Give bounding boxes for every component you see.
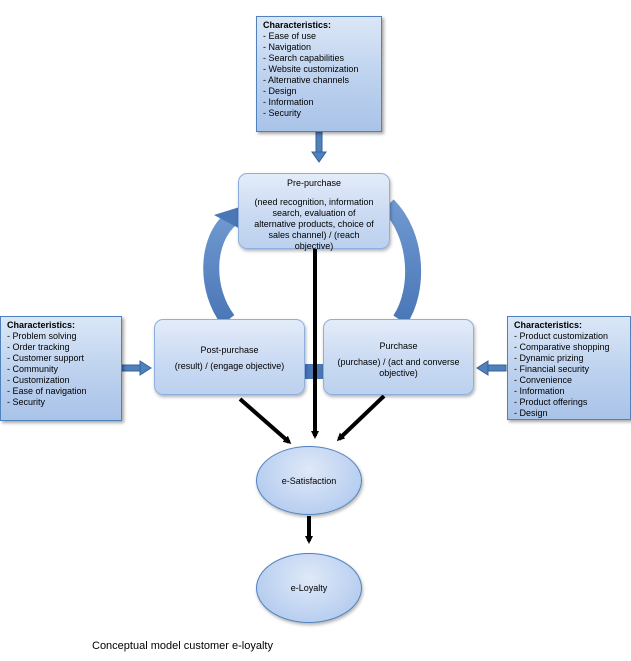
pre-purchase-line: search, evaluation of [272,208,356,218]
e-loyalty-node: e-Loyalty [256,553,362,623]
left-characteristics-box: Characteristics: - Problem solving - Ord… [0,316,122,421]
purchase-title: Purchase [379,341,418,351]
list-item: - Community [7,364,59,374]
arrow-left-to-postpurchase [121,360,152,376]
list-item: - Information [514,386,565,396]
figure-caption: Conceptual model customer e-loyalty [92,640,273,652]
left-characteristics-list: - Problem solving - Order tracking - Cus… [7,331,117,408]
list-item: - Design [263,86,297,96]
arrow-right-to-purchase [476,360,507,376]
list-item: - Website customization [263,64,359,74]
cycle-arrow-right [382,199,422,325]
e-satisfaction-node: e-Satisfaction [256,446,362,515]
list-item: - Comparative shopping [514,342,610,352]
list-item: - Security [263,108,302,118]
arrow-purchase-to-esatisfaction [336,394,386,442]
list-item: - Convenience [514,375,573,385]
pre-purchase-stage: Pre-purchase (need recognition, informat… [238,173,390,251]
post-purchase-subtitle: (result) / (engage objective) [174,361,285,371]
pre-purchase-line: alternative products, choice of [254,219,374,229]
list-item: - Ease of navigation [7,386,87,396]
list-item: - Product offerings [514,397,588,407]
list-item: - Security [7,397,46,407]
list-item: - Design [514,408,548,418]
top-characteristics-list: - Ease of use - Navigation - Search capa… [263,31,377,119]
cycle-arrow-left [203,211,238,325]
left-characteristics-title: Characteristics: [7,320,76,330]
right-characteristics-box: Characteristics: - Product customization… [507,316,631,420]
list-item: - Ease of use [263,31,317,41]
top-characteristics-title: Characteristics: [263,20,332,30]
arrow-postpurchase-to-esatisfaction [238,397,292,444]
purchase-stage: Purchase (purchase) / (act and converse … [323,319,474,395]
e-satisfaction-label: e-Satisfaction [281,475,337,486]
list-item: - Dynamic prizing [514,353,584,363]
list-item: - Customer support [7,353,85,363]
list-item: - Customization [7,375,70,385]
pre-purchase-line: objective) [294,241,334,251]
e-loyalty-label: e-Loyalty [290,583,328,593]
purchase-line: objective) [379,368,418,378]
list-item: - Navigation [263,42,312,52]
arrow-top-to-prepurchase [311,131,327,163]
right-characteristics-title: Characteristics: [514,320,583,330]
list-item: - Problem solving [7,331,77,341]
post-purchase-title: Post-purchase [200,345,259,355]
top-characteristics-box: Characteristics: - Ease of use - Navigat… [256,16,382,132]
pre-purchase-title: Pre-purchase [286,178,342,188]
list-item: - Product customization [514,331,609,341]
post-purchase-stage: Post-purchase (result) / (engage objecti… [154,319,305,395]
list-item: - Order tracking [7,342,70,352]
list-item: - Information [263,97,314,107]
pre-purchase-line: (need recognition, information [254,197,374,207]
list-item: - Alternative channels [263,75,350,85]
list-item: - Search capabilities [263,53,345,63]
right-characteristics-list: - Product customization - Comparative sh… [514,331,626,419]
pre-purchase-line: sales channel) / (reach [268,230,360,240]
purchase-line: (purchase) / (act and converse [337,357,460,367]
list-item: - Financial security [514,364,590,374]
